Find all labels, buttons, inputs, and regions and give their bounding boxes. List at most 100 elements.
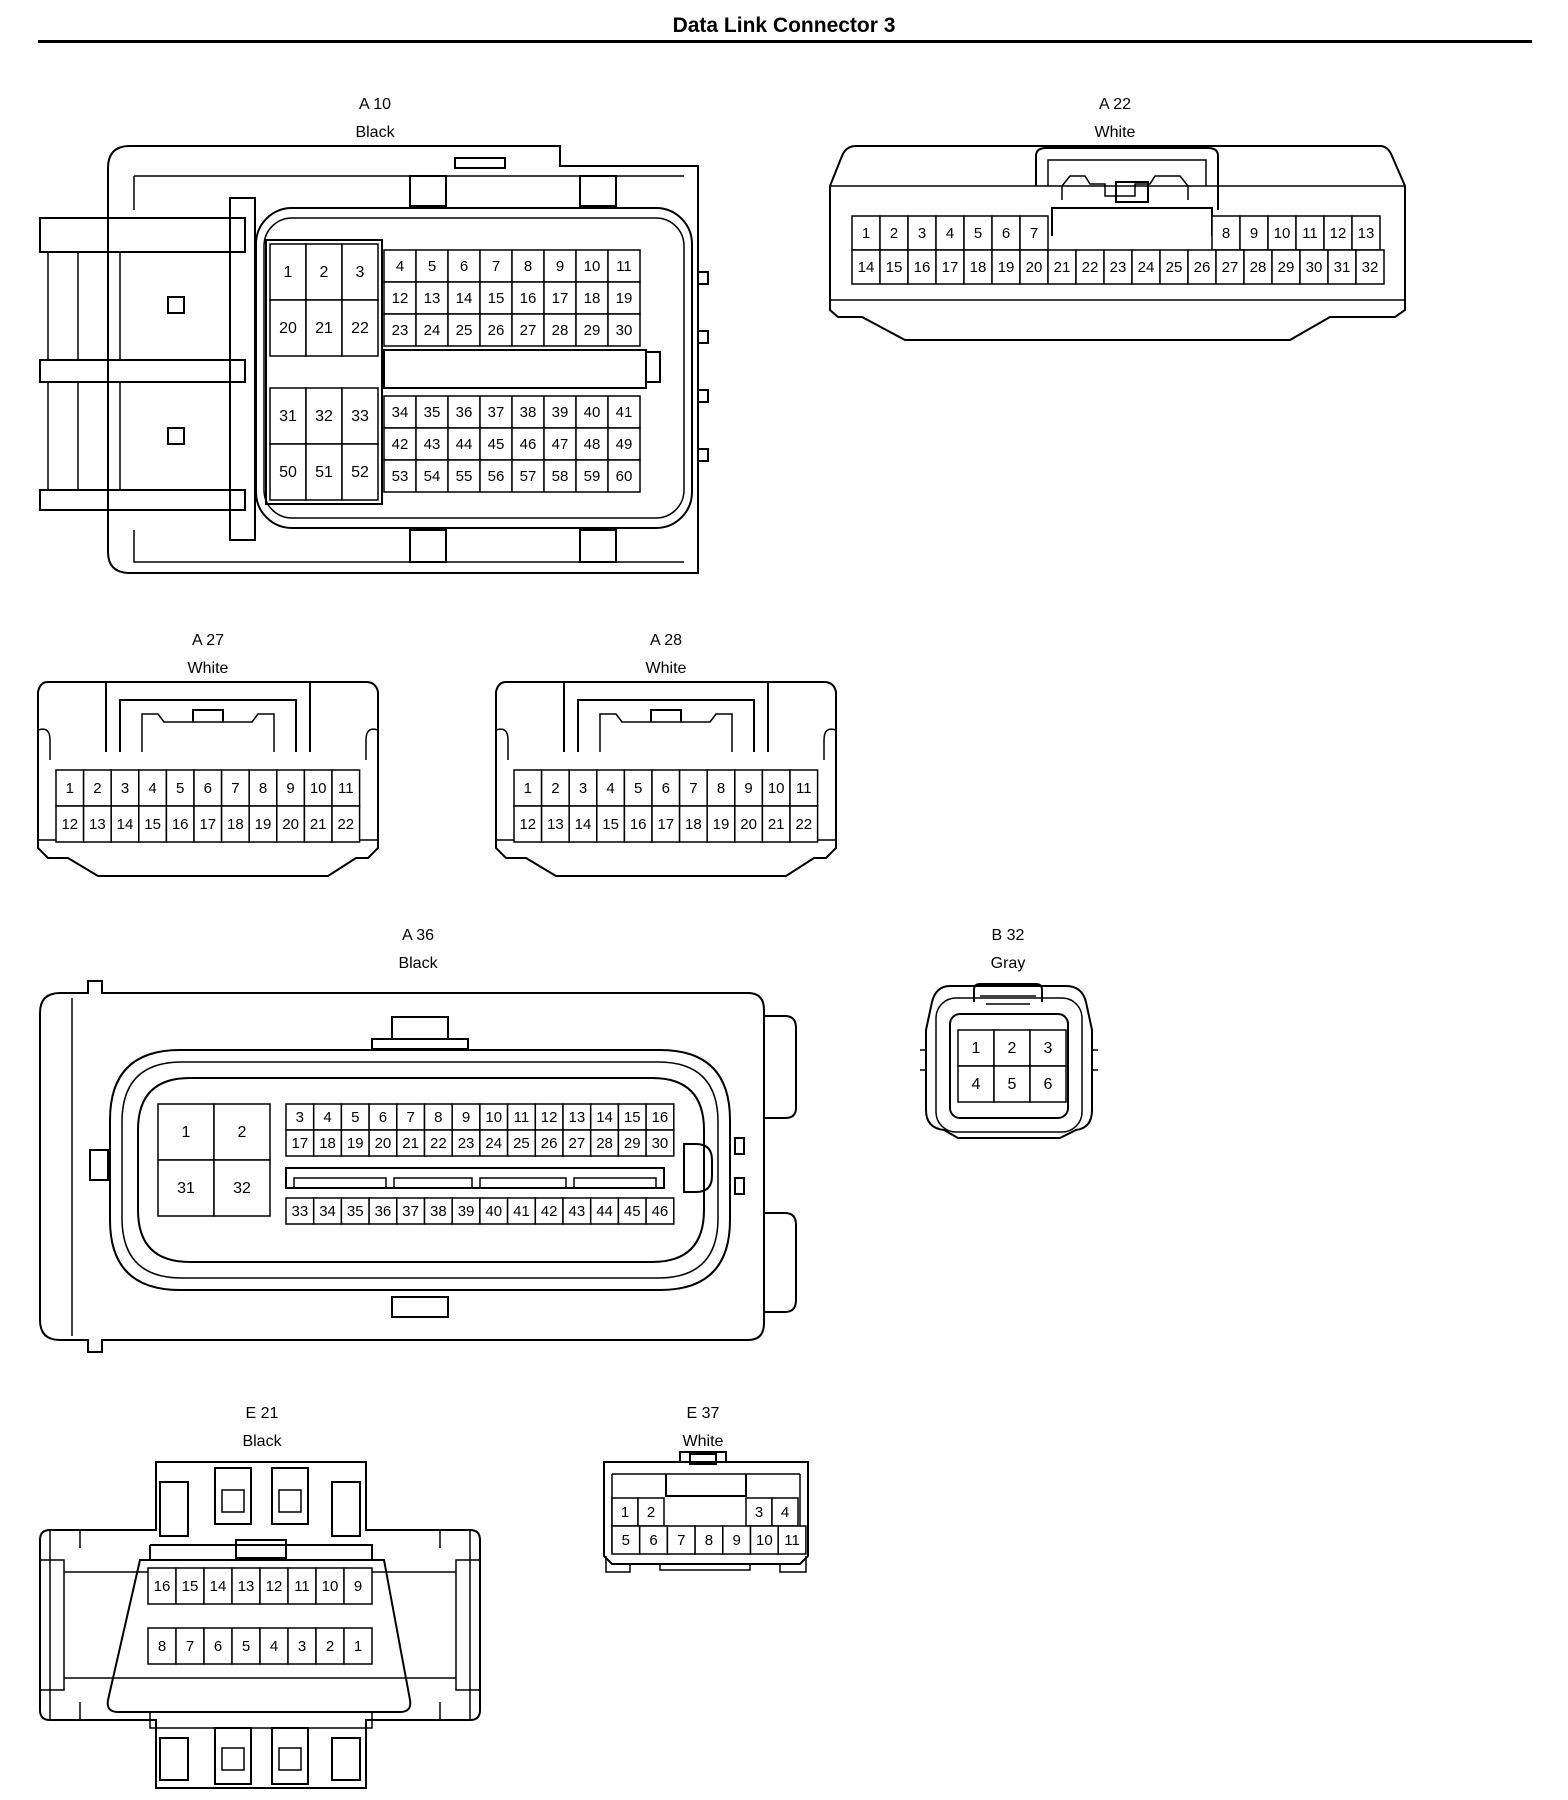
pin-label: 11	[294, 1578, 310, 1595]
pin-cell	[562, 1129, 592, 1157]
pin-label: 46	[652, 1203, 669, 1220]
pin-label: 53	[392, 468, 409, 485]
pin-label: 2	[647, 1504, 655, 1521]
pin-label: 5	[428, 258, 436, 275]
pin-label: 22	[795, 816, 812, 833]
pin-cell	[734, 769, 764, 807]
pin-label: 15	[144, 816, 161, 833]
pin-label: 34	[319, 1203, 336, 1220]
pin-cell	[138, 769, 168, 807]
pin-cell	[617, 1129, 647, 1157]
housing-outline	[141, 713, 275, 752]
pin-label: 19	[255, 816, 272, 833]
pin-label: 8	[524, 258, 532, 275]
pin-label: 51	[315, 464, 333, 481]
pin-label: 4	[781, 1504, 789, 1521]
pin-label: 10	[768, 780, 785, 797]
pin-label: 60	[616, 468, 633, 485]
housing-outline	[105, 682, 311, 752]
pin-label: 8	[717, 780, 725, 797]
pin-cell	[568, 769, 598, 807]
housing-outline	[119, 699, 297, 752]
pin-cell	[331, 805, 361, 843]
pin-cell	[331, 769, 361, 807]
pin-label: 19	[713, 816, 730, 833]
pin-label: 40	[584, 404, 601, 421]
pin-label: 33	[292, 1203, 309, 1220]
pin-label: 8	[1222, 225, 1230, 242]
pin-label: 1	[621, 1504, 629, 1521]
pin-label: 4	[270, 1638, 278, 1655]
pin-label: 44	[596, 1203, 613, 1220]
pin-cell	[451, 1197, 481, 1225]
pin-cell	[340, 1197, 370, 1225]
pin-cell	[645, 1129, 675, 1157]
pin-label: 4	[972, 1076, 981, 1093]
a10-pin-frame	[265, 239, 383, 505]
housing-outline	[192, 709, 224, 722]
pin-label: 6	[1002, 225, 1010, 242]
pin-label: 25	[513, 1135, 530, 1152]
pin-label: 47	[552, 436, 569, 453]
pin-cell	[248, 805, 278, 843]
pin-cell	[1239, 215, 1269, 251]
pin-cell	[511, 427, 545, 461]
pin-label: 48	[584, 436, 601, 453]
pin-label: 10	[310, 780, 327, 797]
pin-cell	[666, 1525, 696, 1555]
housing-outline	[577, 699, 755, 752]
pin-label: 17	[292, 1135, 309, 1152]
pin-label: 9	[1250, 225, 1258, 242]
pin-cell	[396, 1129, 426, 1157]
pin-label: 24	[1138, 259, 1155, 276]
pin-label: 50	[279, 464, 297, 481]
connector-a27-color: White	[188, 660, 229, 677]
pin-label: 2	[1008, 1040, 1017, 1057]
pin-cell	[269, 443, 307, 501]
pin-cell	[1243, 249, 1273, 285]
pin-label: 3	[121, 780, 129, 797]
connector-a22-color: White	[1095, 124, 1136, 141]
connector-a10-color: Black	[355, 124, 395, 141]
connector-e21-id: E 21	[246, 1405, 279, 1422]
pin-cell	[285, 1103, 315, 1131]
pin-label: 16	[520, 290, 537, 307]
pin-label: 12	[392, 290, 409, 307]
pin-cell	[596, 805, 626, 843]
pin-cell	[645, 1197, 675, 1225]
pin-cell	[534, 1129, 564, 1157]
pin-cell	[562, 1103, 592, 1131]
page-title: Data Link Connector 3	[672, 14, 896, 37]
pin-cell	[231, 1567, 261, 1605]
connector-a36-color: Black	[398, 955, 438, 972]
pin-label: 29	[1278, 259, 1295, 276]
connector-a28-color: White	[646, 660, 687, 677]
pin-label: 11	[1302, 225, 1318, 242]
pin-cell	[589, 1129, 620, 1157]
pin-cell	[138, 805, 168, 843]
pin-label: 5	[351, 1109, 359, 1126]
pin-label: 18	[685, 816, 702, 833]
pin-label: 9	[556, 258, 564, 275]
pin-label: 12	[266, 1578, 283, 1595]
pin-label: 22	[1082, 259, 1099, 276]
pin-label: 21	[768, 816, 785, 833]
pin-label: 5	[622, 1532, 630, 1549]
connector-a22-id: A 22	[1099, 96, 1131, 113]
pin-label: 2	[238, 1124, 247, 1141]
pin-label: 1	[66, 780, 74, 797]
pin-label: 13	[547, 816, 564, 833]
pin-label: 10	[485, 1109, 502, 1126]
pin-label: 21	[310, 816, 327, 833]
pin-label: 28	[596, 1135, 613, 1152]
pin-label: 1	[972, 1040, 981, 1057]
pin-label: 6	[662, 780, 670, 797]
connector-a10-id: A 10	[359, 96, 391, 113]
pin-label: 6	[649, 1532, 657, 1549]
pin-label: 5	[176, 780, 184, 797]
